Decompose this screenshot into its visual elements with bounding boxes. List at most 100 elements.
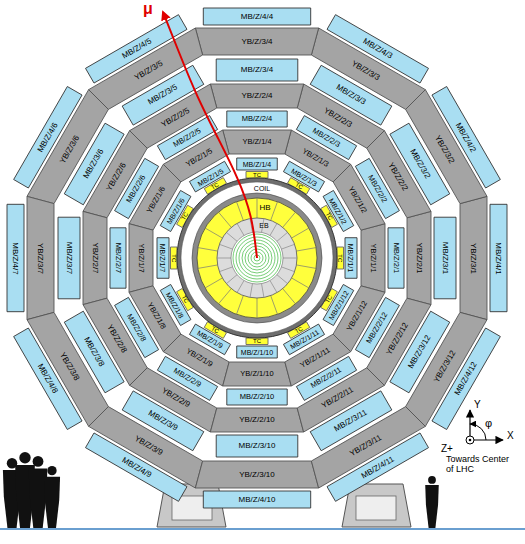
chamber-label: MB/Z/1/3 xyxy=(290,166,318,186)
chamber-label: MB/Z/4/1 xyxy=(494,242,502,274)
muon-chamber: MB/Z/4/7 xyxy=(7,204,24,311)
segment-line xyxy=(270,281,277,293)
segment-line xyxy=(283,258,297,259)
segment-line xyxy=(262,284,264,298)
trigger-chamber-outline xyxy=(337,247,344,269)
trigger-label: TC xyxy=(253,338,261,344)
segment-line xyxy=(281,267,294,272)
segment-line xyxy=(283,212,296,227)
trigger-chamber: TC xyxy=(337,247,344,269)
yoke-label: YB/Z/3/12 xyxy=(432,349,457,384)
yoke-label: YB/Z/1/3 xyxy=(300,147,329,168)
chamber-label: MB/Z/3/10 xyxy=(239,442,276,450)
muon-chamber: MB/Z/3/4 xyxy=(216,59,298,81)
segment-line xyxy=(218,289,231,304)
yoke-wheel: YB/Z/3/7 xyxy=(27,196,54,319)
trigger-label: TC xyxy=(171,254,177,262)
yoke-label: YB/Z/3/3 xyxy=(350,59,381,81)
chamber-label: MB/Z/4/2 xyxy=(455,121,478,153)
yoke-label: YB/Z/3/6 xyxy=(58,134,80,165)
ring-label: EB xyxy=(259,222,268,229)
chamber-label: MB/Z/1/5 xyxy=(196,166,224,186)
muon-chamber-outline xyxy=(227,389,287,405)
muon-chamber: MB/Z/1/5 xyxy=(189,161,230,192)
segment-line xyxy=(198,248,218,251)
trigger-chamber: TC xyxy=(171,247,178,269)
segment-line xyxy=(218,212,231,227)
chamber-label: MB/Z/2/2 xyxy=(367,173,389,203)
chamber-label: MB/Z/3/9 xyxy=(147,409,179,432)
yoke-wheel: YB/Z/3/10 xyxy=(195,461,318,488)
yoke-wheel: YB/Z/1/12 xyxy=(330,280,385,351)
chamber-label: MB/Z/1/4 xyxy=(243,161,271,168)
muon-chamber-outline xyxy=(237,158,278,170)
chamber-label: MB/Z/2/3 xyxy=(311,127,341,149)
muon-chamber: MB/Z/1/7 xyxy=(157,238,169,279)
muon-chamber: MB/Z/3/1 xyxy=(434,217,456,299)
yoke-label: YB/Z/3/4 xyxy=(241,38,272,46)
chamber-label: MB/Z/4/4 xyxy=(241,13,273,21)
trigger-label: TC xyxy=(294,325,304,334)
chamber-label: MB/Z/4/10 xyxy=(239,496,276,504)
muon-chamber: MB/Z/1/11 xyxy=(283,324,324,355)
yoke-wheel-outline xyxy=(223,130,292,154)
yoke-wheel: YB/Z/2/4 xyxy=(210,84,303,108)
yoke-label: YB/Z/3/1 xyxy=(469,242,477,273)
trigger-chamber: TC xyxy=(246,338,268,345)
trigger-label: TC xyxy=(324,211,333,221)
chamber-label: MB/Z/3/3 xyxy=(335,84,367,107)
segment-line xyxy=(226,232,237,241)
axis-label: X xyxy=(507,430,514,441)
yoke-wheel: YB/Z/1/8 xyxy=(129,280,184,351)
chamber-label: MB/Z/1/12 xyxy=(327,289,349,320)
trigger-label: TC xyxy=(180,211,189,221)
yoke-label: YB/Z/2/3 xyxy=(323,106,354,128)
person-body xyxy=(425,485,439,528)
yoke-wheel-outline xyxy=(223,362,292,386)
yoke-label: YB/Z/2/9 xyxy=(161,387,192,409)
yoke-wheel: YB/Z/1/7 xyxy=(129,224,153,293)
chamber-label: MB/Z/3/2 xyxy=(408,148,431,180)
muon-chamber: MB/Z/1/3 xyxy=(283,161,324,192)
muon-chamber-outline xyxy=(157,238,169,279)
yoke-label: YB/Z/2/5 xyxy=(161,106,192,128)
ring-label: HB xyxy=(259,204,270,212)
segment-line xyxy=(236,202,243,221)
chamber-label: MB/Z/1/10 xyxy=(241,349,273,356)
chamber-label: MB/Z/3/12 xyxy=(407,334,432,370)
yoke-label: YB/Z/1/5 xyxy=(184,147,213,168)
chamber-label: MB/Z/4/11 xyxy=(360,455,395,480)
muon-chamber: MB/Z/4/1 xyxy=(490,204,507,311)
chamber-label: MB/Z/4/9 xyxy=(120,456,152,479)
support-cradle xyxy=(157,484,411,527)
chamber-label: MB/Z/1/11 xyxy=(288,328,319,350)
axis-note: Towards Center of LHC xyxy=(446,455,518,475)
person-head xyxy=(428,476,436,484)
yoke-wheel: YB/Z/2/10 xyxy=(210,408,303,432)
yoke-wheel-outline xyxy=(195,461,318,488)
em-calorimeter: EB xyxy=(217,218,297,298)
segment-line xyxy=(281,244,294,249)
yoke-label: YB/Z/1/7 xyxy=(137,243,145,272)
chamber-label: MB/Z/2/11 xyxy=(310,367,343,391)
yoke-label: YB/Z/1/4 xyxy=(242,138,271,146)
chamber-label: MB/Z/2/10 xyxy=(240,393,275,401)
yoke-label: YB/Z/1/12 xyxy=(346,300,369,333)
muon-chamber-outline xyxy=(58,217,80,299)
segment-line xyxy=(198,265,218,268)
yoke-label: YB/Z/2/7 xyxy=(91,242,99,273)
yoke-label: YB/Z/3/8 xyxy=(58,351,80,382)
chamber-label: MB/Z/1/6 xyxy=(165,197,185,225)
yoke-wheel-outline xyxy=(210,408,303,432)
muon-chamber: MB/Z/1/8 xyxy=(160,284,191,325)
yoke-label: YB/Z/1/2 xyxy=(347,185,368,214)
yoke-label: YB/Z/3/9 xyxy=(133,434,164,456)
person-head xyxy=(19,452,30,463)
muon-chamber: MB/Z/2/10 xyxy=(227,389,287,405)
chamber-label: MB/Z/3/5 xyxy=(147,84,179,107)
yoke-label: YB/Z/2/10 xyxy=(239,416,275,424)
yoke-wheel: YB/Z/1/1 xyxy=(361,224,385,293)
segment-line xyxy=(292,228,309,238)
segment-line xyxy=(205,278,222,288)
segment-line xyxy=(277,232,288,241)
